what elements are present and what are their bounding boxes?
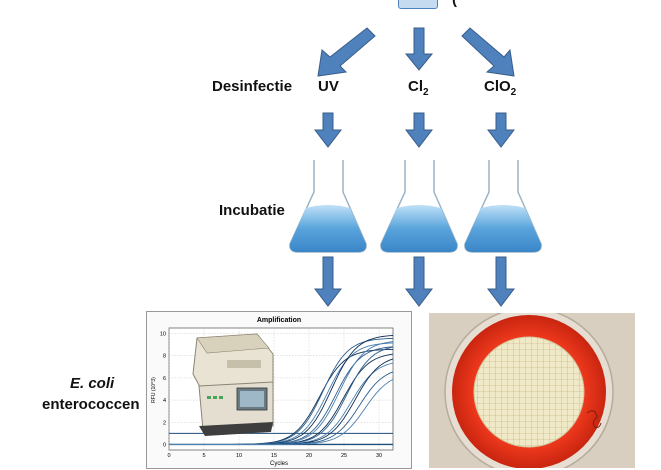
petri-dish-photo [429,313,635,468]
y-tick-label: 6 [163,376,166,382]
y-axis-label: RFU (10^3) [151,377,157,403]
x-tick-label: 10 [236,453,242,459]
x-tick-label: 15 [271,453,277,459]
x-tick-label: 0 [167,453,170,459]
treatment-label-uv: UV [318,78,339,95]
y-tick-label: 2 [163,420,166,426]
x-tick-label: 20 [306,453,312,459]
source-box [398,0,438,9]
y-tick-label: 10 [160,332,166,338]
arrow-clo2-flask [486,112,516,148]
x-tick-label: 25 [341,453,347,459]
chart-title: Amplification [257,317,301,324]
arrow-cl2-result [404,256,434,307]
amplification-curve [169,379,394,445]
source-box-label: ( [452,0,457,8]
y-tick-label: 4 [163,398,166,404]
x-axis-label: Cycles [270,461,288,467]
arrow-uv-result [313,256,343,307]
x-tick-label: 30 [376,453,382,459]
x-tick-label: 5 [202,453,205,459]
flask-uv [289,160,367,253]
arrow-to-cl2 [404,27,434,71]
y-tick-label: 0 [163,442,166,448]
organism-ecoli: E. coli [70,375,115,392]
step-label-disinfection: Desinfectie [212,78,293,95]
flask-cl2 [380,160,458,253]
arrow-to-uv [317,27,376,77]
organism-enterococci: enterococcen [42,396,140,413]
step-label-incubation: Incubatie [219,202,285,219]
arrow-uv-flask [313,112,343,148]
arrow-cl2-flask [404,112,434,148]
qpcr-instrument-illustration [192,333,274,436]
treatment-label-clo2: ClO2 [484,78,517,98]
treatment-label-cl2: Cl2 [408,78,429,98]
arrow-to-clo2 [461,27,515,77]
flask-clo2 [464,160,542,253]
y-tick-label: 8 [163,354,166,360]
arrow-clo2-result [486,256,516,307]
